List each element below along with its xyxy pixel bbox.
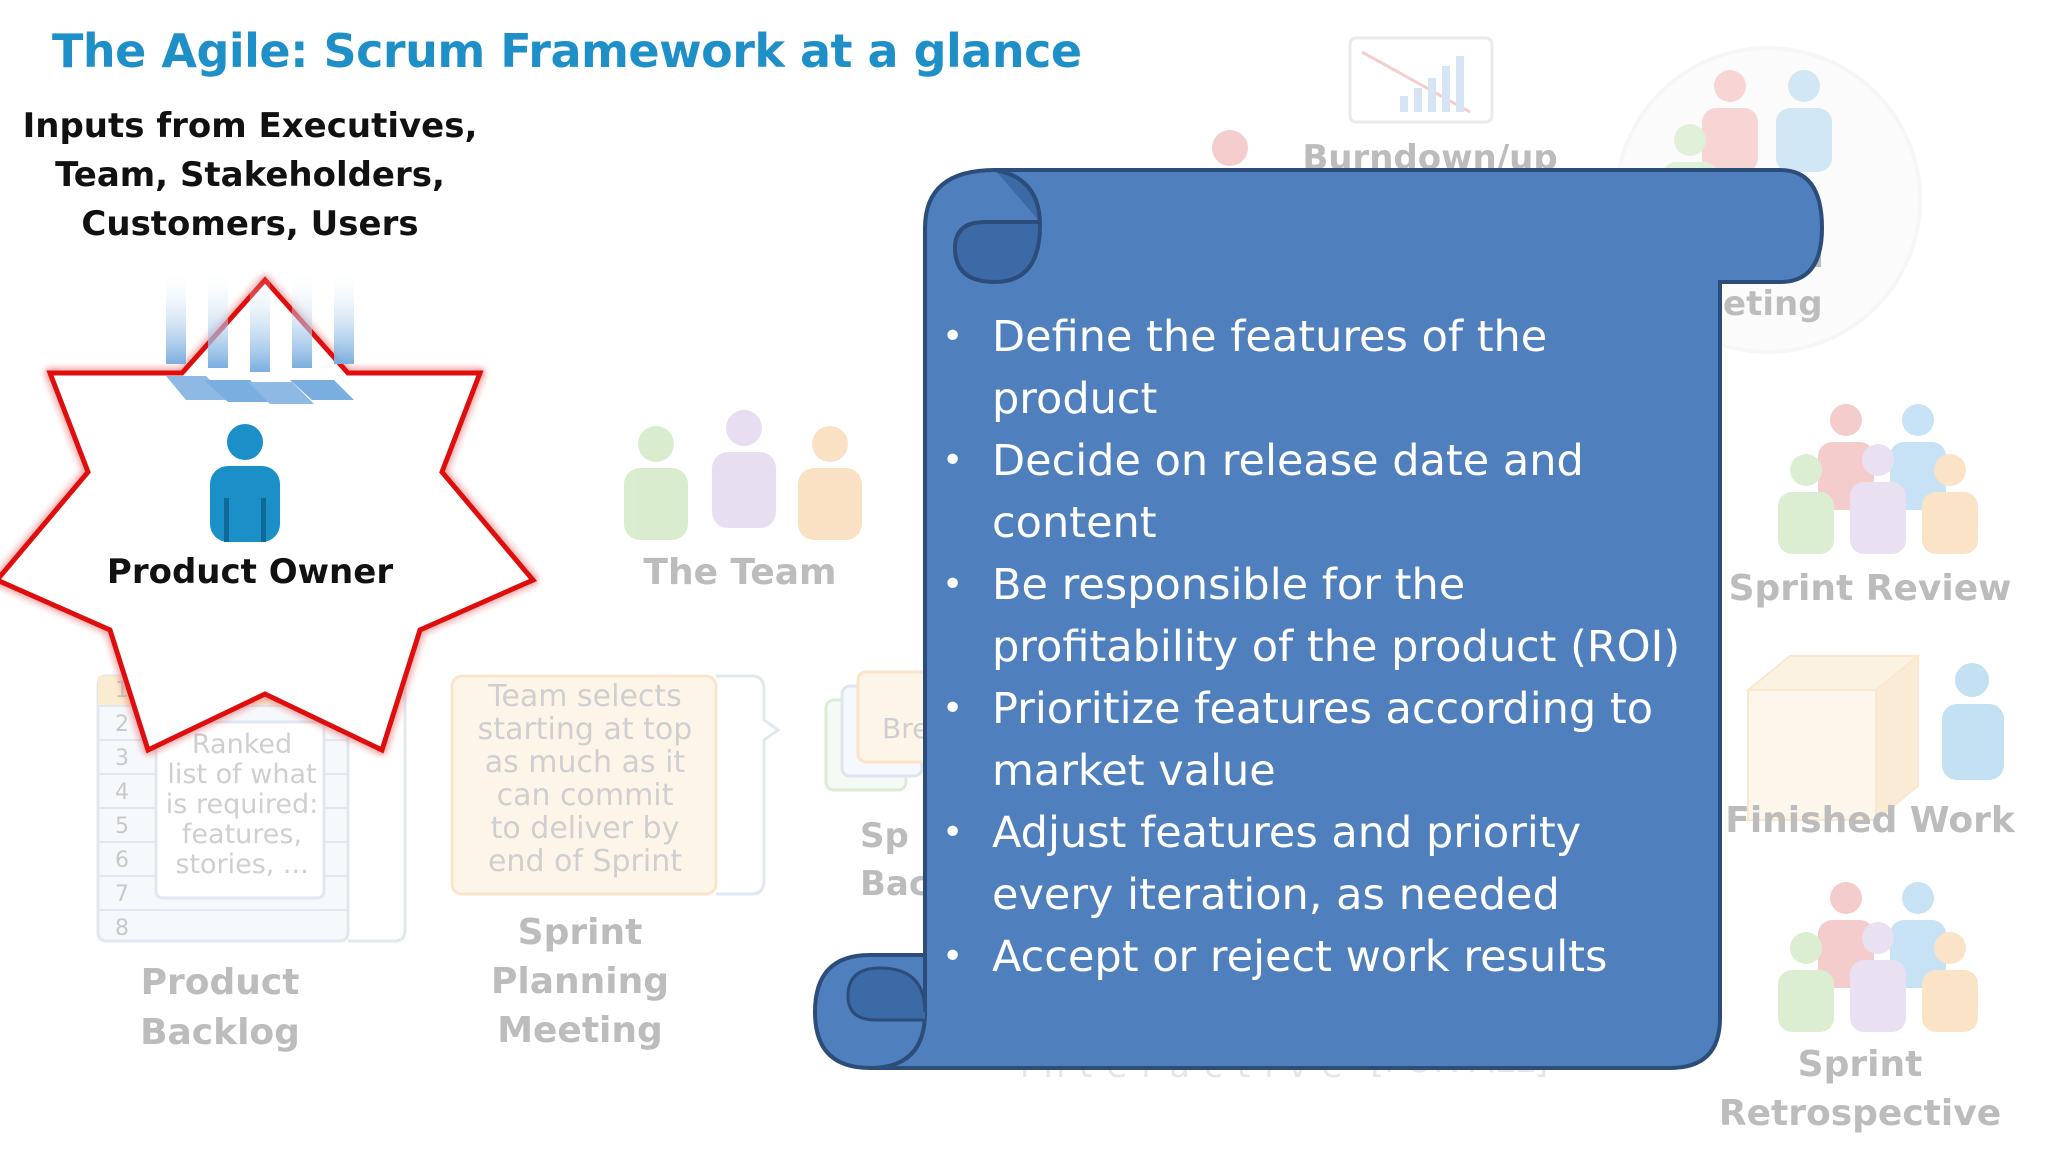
sprint-retrospective-figures (1778, 882, 1978, 1032)
backlog-row-number: 4 (115, 780, 129, 805)
sprint-review-figures (1778, 404, 1978, 554)
ranked-note-line: features, (181, 819, 303, 850)
responsibility-item: Prioritize features according to market … (942, 678, 1712, 802)
sprint-retrospective-line: Sprint (1797, 1044, 1923, 1085)
the-team-label: The Team (643, 552, 837, 593)
sprint-review-label: Sprint Review (1728, 568, 2012, 609)
sprint-retrospective-line: Retrospective (1718, 1093, 2002, 1134)
ranked-note-line: Ranked (191, 729, 293, 760)
finished-work-graphic (1745, 653, 2004, 823)
product-owner-label: Product Owner (106, 552, 394, 592)
team-selects-line: as much as it (484, 745, 686, 780)
sprint-planning-meeting-label: Sprint Planning Meeting (460, 908, 700, 1055)
sprint-backlog-line: Bac (860, 864, 930, 904)
team-selects-line: can commit (496, 778, 674, 813)
sprint-retrospective-label: Sprint Retrospective (1700, 1040, 2020, 1138)
sprint-planning-line: Meeting (497, 1010, 663, 1051)
page-title: The Agile: Scrum Framework at a glance (52, 24, 1082, 78)
product-owner-icon (210, 424, 280, 542)
sprint-backlog-label: Sp Bac (860, 812, 930, 908)
team-selects-note: Team selects starting at top as much as … (450, 680, 720, 878)
product-backlog-label-line: Backlog (140, 1012, 300, 1053)
responsibility-item: Accept or reject work results (942, 926, 1712, 988)
inputs-line: Inputs from Executives, (22, 106, 478, 146)
product-backlog-label-line: Product (140, 962, 300, 1003)
sprint-backlog-graphic (824, 670, 940, 792)
inputs-label: Inputs from Executives, Team, Stakeholde… (20, 102, 480, 249)
backlog-row-number: 2 (115, 712, 129, 737)
ranked-note-line: is required: (165, 789, 319, 820)
responsibility-item: Adjust features and priority every itera… (942, 802, 1712, 926)
sprint-backlog-line: Sp (860, 816, 909, 856)
ranked-note-line: list of what (167, 759, 317, 790)
input-arrows (166, 268, 354, 404)
burndown-chart-icon (1212, 36, 1494, 166)
responsibility-list: Define the features of the product Decid… (942, 306, 1712, 988)
backlog-row-number: 3 (115, 746, 129, 771)
backlog-row-number: 8 (115, 916, 129, 941)
backlog-row-number: 6 (115, 848, 129, 873)
team-selects-line: to deliver by (490, 811, 680, 846)
sprint-planning-graphic (450, 674, 781, 896)
product-backlog-label: Product Backlog (110, 958, 330, 1058)
responsibility-item: Define the features of the product (942, 306, 1712, 430)
ranked-note-line: stories, ... (175, 849, 309, 880)
team-selects-line: end of Sprint (487, 844, 683, 879)
team-selects-line: Team selects (488, 679, 682, 714)
team-selects-line: starting at top (477, 712, 693, 747)
responsibility-item: Be responsible for the profitability of … (942, 554, 1712, 678)
sprint-planning-line: Planning (490, 961, 669, 1002)
team-figures (624, 410, 862, 540)
inputs-line: Customers, Users (81, 204, 419, 244)
inputs-line: Team, Stakeholders, (55, 155, 445, 195)
backlog-row-number: 5 (115, 814, 129, 839)
sprint-backlog-note: Bre (882, 712, 930, 745)
backlog-row-number: 7 (115, 882, 129, 907)
finished-work-label: Finished Work (1725, 800, 2015, 841)
responsibility-item: Decide on release date and content (942, 430, 1712, 554)
scroll-top-curl (952, 168, 1043, 285)
ranked-note: Ranked list of what is required: feature… (162, 730, 322, 880)
sprint-planning-line: Sprint (517, 912, 643, 953)
product-owner-star (0, 268, 538, 754)
